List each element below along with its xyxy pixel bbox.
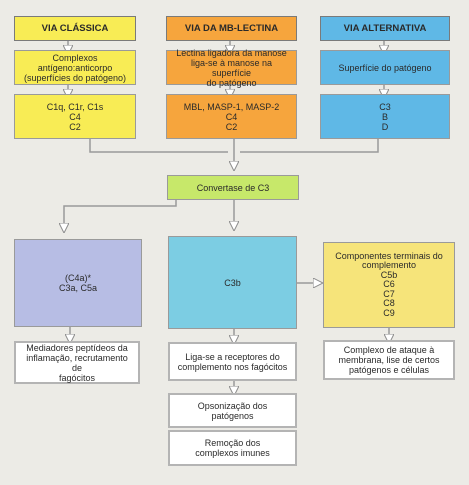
terminal-item: C7 xyxy=(383,288,395,299)
component-item: C4 xyxy=(69,111,81,122)
header-lectin-label: VIA DA MB-LECTINA xyxy=(184,22,279,34)
trigger-classical-line: Complexos antígeno:anticorpo xyxy=(37,52,113,73)
outcome-line: fagócitos xyxy=(58,372,96,383)
c3b-box: C3b xyxy=(168,236,297,329)
header-alternative-pathway: VIA ALTERNATIVA xyxy=(320,16,450,41)
trigger-lectin-line: Lectina ligadora da manose xyxy=(176,47,287,58)
outcome-line: membrana, lise de certos xyxy=(338,355,440,365)
outcome-line: complexos imunes xyxy=(195,448,270,458)
component-item: C4 xyxy=(225,111,238,122)
trigger-classical: Complexos antígeno:anticorpo (superfície… xyxy=(14,50,136,85)
opsonization-outcome: Opsonização dos patógenos xyxy=(168,393,297,428)
header-classical-pathway: VIA CLÁSSICA xyxy=(14,16,136,41)
terminal-title-line: Componentes terminais do xyxy=(335,250,443,261)
component-item: C2 xyxy=(225,121,238,132)
terminal-item: C5b xyxy=(380,269,398,280)
header-alternative-label: VIA ALTERNATIVA xyxy=(343,22,427,34)
anaphylatoxin-line: C3a, C5a xyxy=(58,283,98,293)
component-item: C1q, C1r, C1s xyxy=(46,101,104,112)
terminal-item: C8 xyxy=(383,298,395,309)
trigger-alternative: Superfície do patógeno xyxy=(320,50,450,85)
arrow-alternative-merge xyxy=(240,138,379,153)
c3-convertase-label: Convertase de C3 xyxy=(196,182,270,193)
outcome-line: complemento nos fagócitos xyxy=(177,361,288,372)
immune-complex-removal-outcome: Remoção dos complexos imunes xyxy=(168,430,297,466)
receptor-binding-outcome: Liga-se a receptores do complemento nos … xyxy=(168,342,297,381)
terminal-item: C9 xyxy=(383,307,395,318)
outcome-line: Remoção dos xyxy=(204,438,261,448)
c3-convertase: Convertase de C3 xyxy=(167,175,299,200)
outcome-line: patógenos e células xyxy=(348,365,430,375)
terminal-components-box: Componentes terminais do complemento C5b… xyxy=(323,242,455,328)
component-item: MBL, MASP-1, MASP-2 xyxy=(183,101,280,112)
component-item: B xyxy=(381,111,388,122)
anaphylatoxins-box: (C4a)* C3a, C5a xyxy=(14,239,142,327)
component-item: C2 xyxy=(69,121,81,132)
anaphylatoxin-line: (C4a)* xyxy=(64,273,91,283)
components-classical: C1q, C1r, C1s C4 C2 xyxy=(14,94,136,139)
inflammation-outcome: Mediadores peptídeos da inflamação, recr… xyxy=(14,341,140,384)
header-classical-label: VIA CLÁSSICA xyxy=(41,22,109,34)
outcome-line: Opsonização dos xyxy=(197,400,268,411)
components-lectin: MBL, MASP-1, MASP-2 C4 C2 xyxy=(166,94,297,139)
components-alternative: C3 B D xyxy=(320,94,450,139)
membrane-attack-outcome: Complexo de ataque à membrana, lise de c… xyxy=(323,340,455,380)
header-lectin-pathway: VIA DA MB-LECTINA xyxy=(166,16,297,41)
trigger-lectin-line: do patógeno xyxy=(206,77,257,88)
c3b-label: C3b xyxy=(224,277,241,288)
trigger-alternative-line: Superfície do patógeno xyxy=(338,62,432,73)
arrow-to-c3a xyxy=(64,196,177,228)
outcome-line: Liga-se a receptores do xyxy=(185,351,280,362)
outcome-line: inflamação, recrutamento de xyxy=(26,352,128,373)
outcome-line: Complexo de ataque à xyxy=(343,345,435,355)
trigger-lectin: Lectina ligadora da manose liga-se à man… xyxy=(166,47,297,88)
terminal-title-line: complemento xyxy=(361,260,417,271)
trigger-classical-line: (superfícies do patógeno) xyxy=(23,72,127,83)
arrow-classical-merge xyxy=(89,138,228,153)
component-item: C3 xyxy=(379,101,391,112)
outcome-line: patógenos xyxy=(211,410,254,421)
outcome-line: Mediadores peptídeos da xyxy=(26,342,128,353)
component-item: D xyxy=(381,121,389,132)
terminal-item: C6 xyxy=(383,279,395,290)
trigger-lectin-line: liga-se à manose na superfície xyxy=(190,57,273,78)
